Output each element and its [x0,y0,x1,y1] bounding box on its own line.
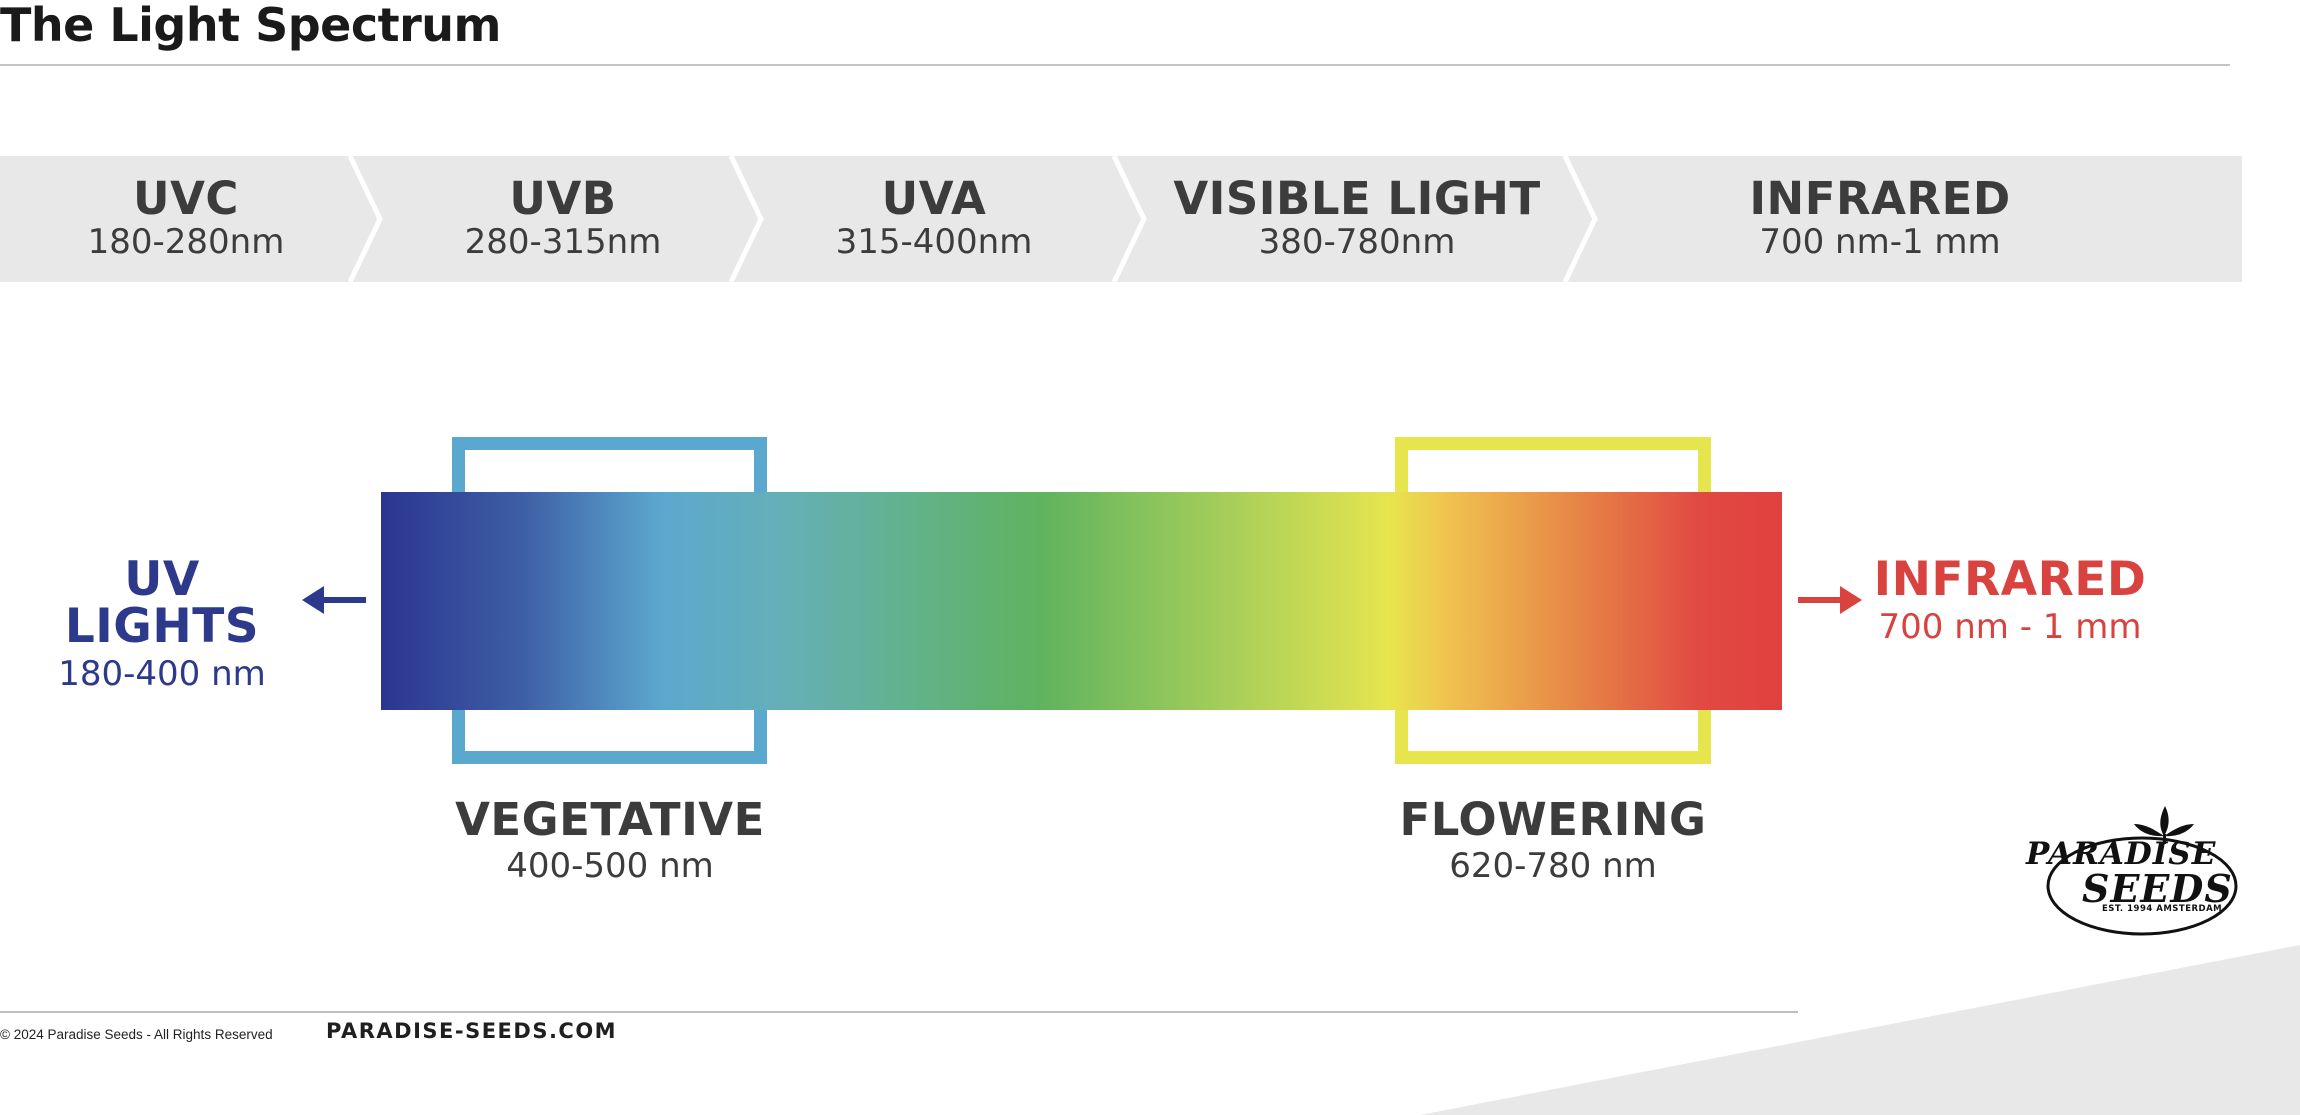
flowering-range: 620-780 nm [1449,846,1657,886]
website-link[interactable]: PARADISE-SEEDS.COM [326,1019,618,1043]
logo-tagline: EST. 1994 AMSTERDAM [2102,904,2223,914]
uv-lights-range: 180-400 nm [58,654,266,694]
band-visible-light: VISIBLE LIGHT 380-780nm [1134,156,1580,282]
band-range: 380-780nm [1258,221,1456,262]
vegetative-name: VEGETATIVE [455,793,765,846]
band-name: VISIBLE LIGHT [1173,171,1541,225]
spectrum-gradient-bar [381,492,1782,710]
vegetative-caption: VEGETATIVE 400-500 nm [430,797,790,887]
band-infrared: INFRARED 700 nm-1 mm [1590,156,2170,282]
band-range: 315-400nm [835,221,1033,262]
band-uvb: UVB 280-315nm [372,156,754,282]
band-name: UVC [133,171,239,225]
band-range: 180-280nm [87,221,285,262]
band-name: UVA [881,171,987,225]
arrow-right-icon [1798,586,1862,614]
uv-lights-label: UV LIGHTS 180-400 nm [22,556,302,695]
infrared-label: INFRARED 700 nm - 1 mm [1870,556,2150,648]
logo-emblem [2046,806,2238,936]
logo-line2: SEEDS [2082,866,2233,911]
footer-divider [0,1011,1798,1013]
band-uvc: UVC 180-280nm [0,156,372,282]
band-name: UVB [509,171,617,225]
flowering-caption: FLOWERING 620-780 nm [1373,797,1733,887]
band-range: 700 nm-1 mm [1759,221,2001,262]
band-name: INFRARED [1749,171,2011,225]
page-title: The Light Spectrum [0,0,501,52]
uv-lights-name: UV LIGHTS [64,552,260,654]
logo-line1: PARADISE [2026,836,2217,872]
spectrum-bands: UVC 180-280nm UVB 280-315nm UVA 315-400n… [0,156,2242,282]
infrared-range: 700 nm - 1 mm [1878,607,2142,647]
title-divider [0,64,2230,66]
paradise-seeds-logo: PARADISE SEEDS EST. 1994 AMSTERDAM [2020,800,2250,940]
band-chevrons [0,156,2242,282]
copyright-text: © 2024 Paradise Seeds - All Rights Reser… [0,1027,273,1042]
vegetative-range: 400-500 nm [506,846,714,886]
band-range: 280-315nm [464,221,662,262]
arrow-left-icon [302,586,366,614]
leaf-icon [2134,806,2194,844]
infrared-name: INFRARED [1873,552,2147,607]
flowering-name: FLOWERING [1399,793,1707,846]
band-uva: UVA 315-400nm [754,156,1114,282]
